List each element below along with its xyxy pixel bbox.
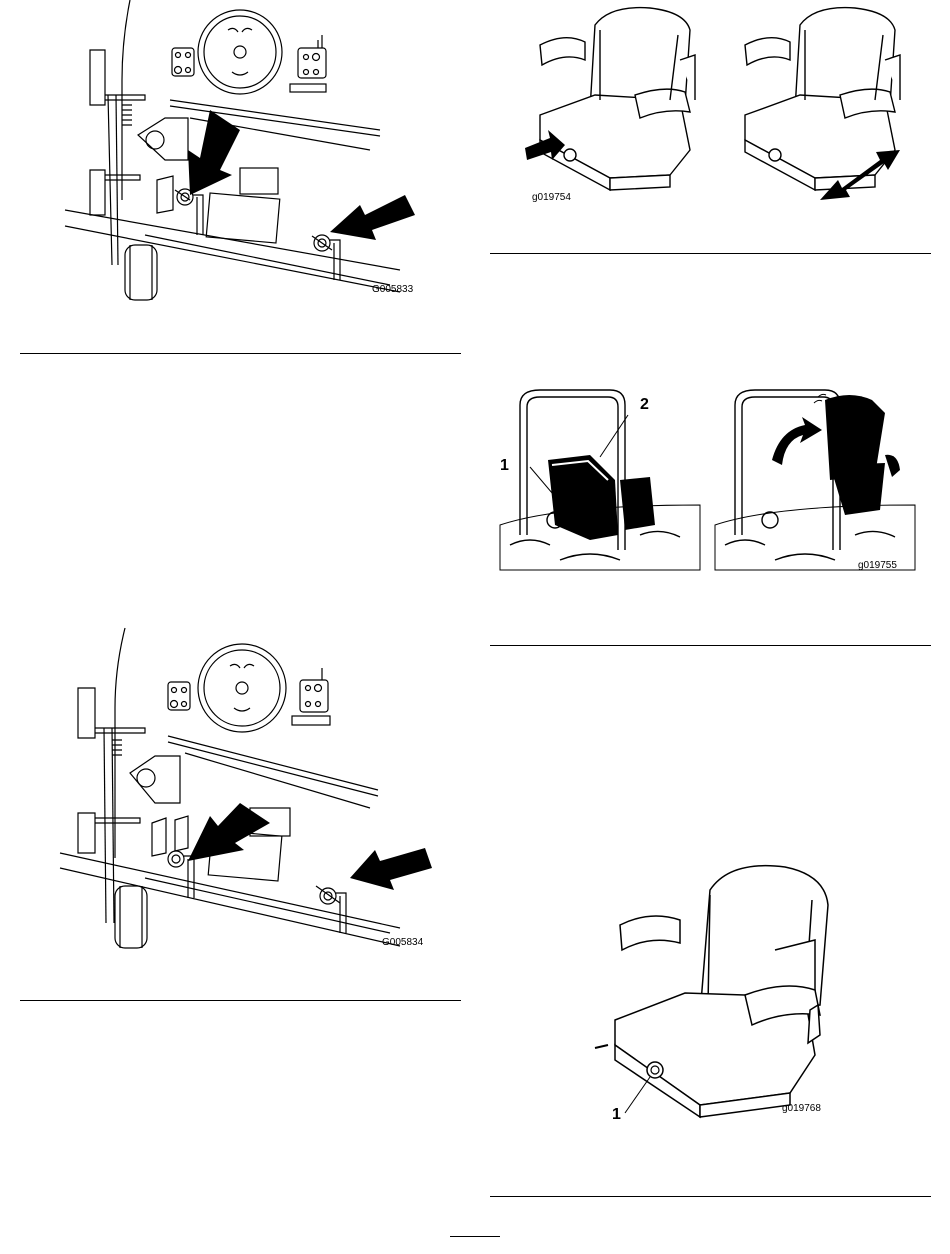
leader-line-1 (625, 1077, 650, 1113)
figure-divider (490, 645, 931, 646)
seat-knob-illustration (590, 855, 840, 1115)
page-number-rule (450, 1236, 500, 1237)
figure-seat-slide (520, 0, 910, 210)
callout-1: 1 (612, 1106, 621, 1124)
seat-tilt-illustration (500, 385, 920, 575)
deck-pins-illustration (60, 0, 460, 300)
leader-line-2 (600, 415, 628, 457)
callout-2: 2 (640, 396, 649, 414)
arrow-left-pin (188, 803, 270, 861)
figure-deck-pins-upper (60, 0, 460, 300)
figure-divider (20, 353, 461, 354)
adjust-knob-icon (647, 1062, 663, 1078)
figure-code-g019768: g019768 (782, 1103, 821, 1114)
figure-seat-knob (590, 855, 840, 1115)
figure-code-g019755: g019755 (858, 560, 897, 571)
figure-deck-pins-lower (60, 628, 460, 958)
figure-divider (20, 1000, 461, 1001)
figure-code-g005833: G005833 (372, 284, 413, 295)
arrow-left-pin (188, 110, 240, 195)
figure-divider (490, 1196, 931, 1197)
tilt-up-arrow (772, 417, 822, 465)
arrow-right-pin (330, 195, 415, 240)
callout-1: 1 (500, 457, 509, 475)
figure-divider (490, 253, 931, 254)
arrow-right-pin (350, 848, 432, 890)
seat-slide-illustration (520, 0, 910, 210)
deck-pins-illustration (60, 628, 460, 958)
figure-code-g019754: g019754 (532, 192, 571, 203)
figure-code-g005834: G005834 (382, 937, 423, 948)
figure-seat-tilt (500, 385, 920, 575)
